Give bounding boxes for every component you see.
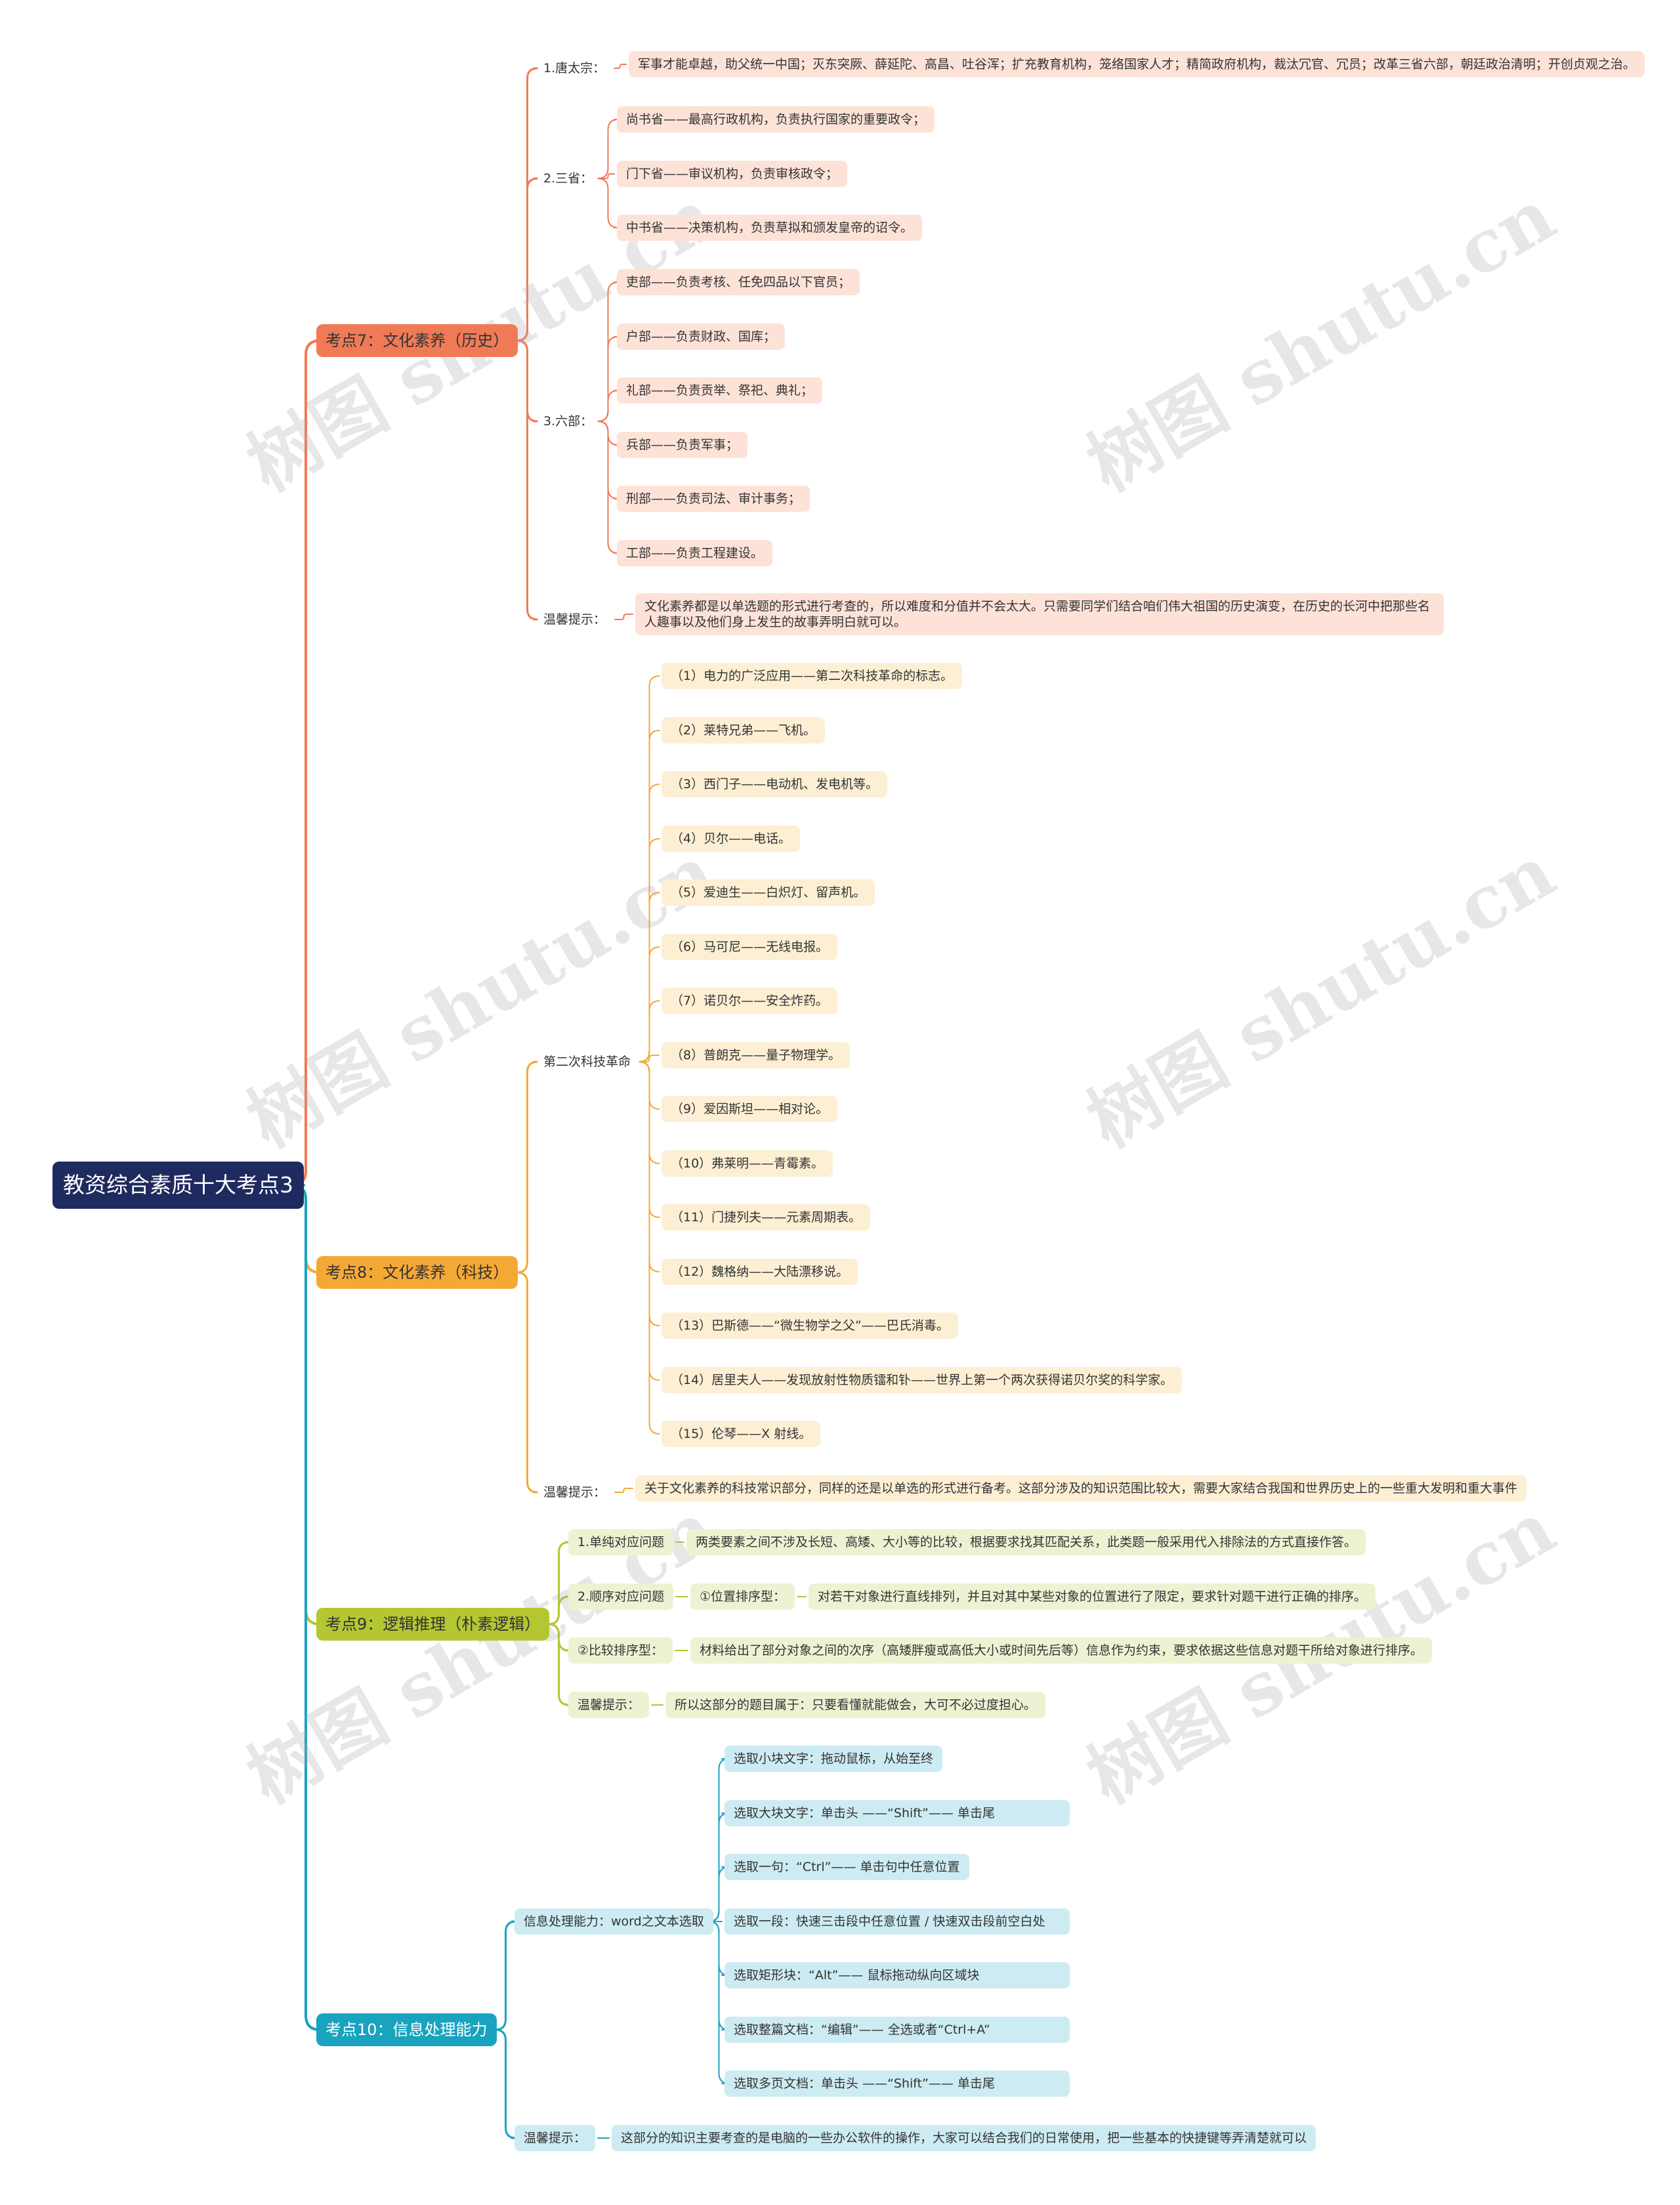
k7-liubu-item[interactable]: 刑部——负责司法、审计事务； bbox=[617, 486, 810, 512]
connector-line bbox=[516, 339, 538, 621]
k7-tip-text[interactable]: 文化素养都是以单选题的形式进行考查的，所以难度和分值并不会太大。只需要同学们结合… bbox=[635, 593, 1444, 635]
k10-item[interactable]: 选取大块文字：单击头 ——“Shift”—— 单击尾 bbox=[724, 1800, 1070, 1826]
k8-item[interactable]: （12）魏格纳——大陆漂移说。 bbox=[662, 1259, 858, 1285]
k10-group-label[interactable]: 信息处理能力：word之文本选取 bbox=[514, 1908, 713, 1935]
k10-item[interactable]: 选取一句：“Ctrl”—— 单击句中任意位置 bbox=[724, 1854, 969, 1880]
connector-line bbox=[614, 1488, 633, 1493]
k8-tip-text[interactable]: 关于文化素养的科技常识部分，同样的还是以单选的形式进行备考。这部分涉及的知识范围… bbox=[635, 1475, 1527, 1502]
connector-line bbox=[597, 178, 619, 228]
connector-line bbox=[708, 1921, 730, 2084]
k8-item[interactable]: （1）电力的广泛应用——第二次科技革命的标志。 bbox=[662, 663, 963, 689]
k9-c-text[interactable]: 材料给出了部分对象之间的次序（高矮胖瘦或高低大小或时间先后等）信息作为约束，要求… bbox=[690, 1637, 1433, 1664]
topic-k9[interactable]: 考点9：逻辑推理（朴素逻辑） bbox=[316, 1608, 550, 1641]
k9-a-text[interactable]: 两类要素之间不涉及长短、高矮、大小等的比较，根据要求找其匹配关系，此类题一般采用… bbox=[686, 1529, 1366, 1555]
k7-liubu-item[interactable]: 户部——负责财政、国库； bbox=[617, 324, 786, 350]
k8-item[interactable]: （3）西门子——电动机、发电机等。 bbox=[662, 771, 888, 797]
k7-sansheng-item[interactable]: 中书省——决策机构，负责草拟和颁发皇帝的诏令。 bbox=[617, 215, 923, 241]
k9-b-sub[interactable]: ①位置排序型： bbox=[690, 1584, 795, 1610]
k8-item[interactable]: （15）伦琴——X 射线。 bbox=[662, 1421, 821, 1447]
k7-sansheng-label[interactable]: 2.三省： bbox=[543, 171, 593, 186]
k7-liubu-item[interactable]: 工部——负责工程建设。 bbox=[617, 540, 773, 566]
k9-tip-label[interactable]: 温馨提示： bbox=[568, 1692, 650, 1718]
k9-a-label[interactable]: 1.单纯对应问题 bbox=[568, 1529, 674, 1555]
connector-line bbox=[639, 1000, 660, 1062]
k7-taizong-label[interactable]: 1.唐太宗： bbox=[543, 61, 606, 75]
k10-tip-label[interactable]: 温馨提示： bbox=[514, 2125, 596, 2151]
k8-item[interactable]: （10）弗莱明——青霉素。 bbox=[662, 1150, 833, 1177]
topic-k8[interactable]: 考点8：文化素养（科技） bbox=[316, 1256, 518, 1289]
k7-liubu-item[interactable]: 吏部——负责考核、任免四品以下官员； bbox=[617, 269, 860, 295]
k7-liubu-item[interactable]: 礼部——负责贡举、祭祀、典礼； bbox=[617, 377, 823, 404]
connector-line bbox=[639, 1055, 660, 1062]
connector-line bbox=[516, 1060, 538, 1274]
connector-line bbox=[495, 2028, 516, 2139]
connector-line bbox=[614, 64, 627, 69]
connector-line bbox=[548, 1623, 570, 1706]
k10-item[interactable]: 选取一段：快速三击段中任意位置 / 快速双击段前空白处 bbox=[724, 1908, 1070, 1935]
k7-taizong-text[interactable]: 军事才能卓越，助父统一中国；灭东突厥、薛延陀、高昌、吐谷浑；扩充教育机构，笼络国… bbox=[629, 51, 1645, 77]
k8-item[interactable]: （7）诺贝尔——安全炸药。 bbox=[662, 988, 838, 1014]
k9-b-label[interactable]: 2.顺序对应问题 bbox=[568, 1584, 674, 1610]
k8-group-label[interactable]: 第二次科技革命 bbox=[543, 1055, 631, 1069]
topic-k10[interactable]: 考点10：信息处理能力 bbox=[316, 2013, 497, 2046]
k9-b-text[interactable]: 对若干对象进行直线排列，并且对其中某些对象的位置进行了限定，要求针对题干进行正确… bbox=[808, 1584, 1376, 1610]
k8-item[interactable]: （11）门捷列夫——元素周期表。 bbox=[662, 1204, 871, 1230]
k7-sansheng-item[interactable]: 尚书省——最高行政机构，负责执行国家的重要政令； bbox=[617, 106, 935, 133]
k10-item[interactable]: 选取整篇文档：“编辑”—— 全选或者“Ctrl+A” bbox=[724, 2017, 1070, 2043]
connector-line bbox=[601, 173, 615, 179]
k8-item[interactable]: （2）莱特兄弟——飞机。 bbox=[662, 717, 826, 744]
k8-item[interactable]: （9）爱因斯坦——相对论。 bbox=[662, 1096, 838, 1122]
k10-tip-text[interactable]: 这部分的知识主要考查的是电脑的一些办公软件的操作，大家可以结合我们的日常使用，把… bbox=[612, 2125, 1316, 2151]
connector-line bbox=[516, 1271, 538, 1494]
connector-line bbox=[597, 421, 619, 554]
k8-item[interactable]: （5）爱迪生——白炽灯、留声机。 bbox=[662, 879, 875, 906]
root-topic[interactable]: 教资综合素质十大考点3 bbox=[52, 1162, 304, 1209]
k8-item[interactable]: （8）普朗克——量子物理学。 bbox=[662, 1042, 850, 1068]
connector-line bbox=[516, 177, 538, 342]
k7-sansheng-item[interactable]: 门下省——审议机构，负责审核政令； bbox=[617, 161, 848, 187]
connector-line bbox=[614, 614, 633, 620]
k7-liubu-label[interactable]: 3.六部： bbox=[543, 414, 593, 429]
k9-tip-text[interactable]: 所以这部分的题目属于：只要看懂就能做会，大可不必过度担心。 bbox=[665, 1692, 1046, 1718]
k7-liubu-item[interactable]: 兵部——负责军事； bbox=[617, 432, 748, 458]
k8-item[interactable]: （14）居里夫人——发现放射性物质镭和钋——世界上第一个两次获得诺贝尔奖的科学家… bbox=[662, 1367, 1183, 1393]
k7-tip-label[interactable]: 温馨提示： bbox=[543, 612, 606, 627]
k10-item[interactable]: 选取小块文字：拖动鼠标，从始至终 bbox=[724, 1746, 943, 1772]
topic-k7[interactable]: 考点7：文化素养（历史） bbox=[316, 324, 518, 357]
connector-line bbox=[291, 1184, 321, 2031]
connector-line bbox=[291, 339, 321, 1186]
k10-item[interactable]: 选取矩形块：“Alt”—— 鼠标拖动纵向区域块 bbox=[724, 1962, 1070, 1988]
k9-c-label[interactable]: ②比较排序型： bbox=[568, 1637, 673, 1664]
k8-tip-label[interactable]: 温馨提示： bbox=[543, 1485, 606, 1500]
connector-line bbox=[597, 119, 619, 179]
k8-item[interactable]: （6）马可尼——无线电报。 bbox=[662, 934, 838, 960]
k8-item[interactable]: （13）巴斯德——“微生物学之父”——巴氏消毒。 bbox=[662, 1312, 958, 1339]
k10-item[interactable]: 选取多页文档：单击头 ——“Shift”—— 单击尾 bbox=[724, 2070, 1070, 2097]
k8-item[interactable]: （4）贝尔——电话。 bbox=[662, 826, 801, 852]
connector-line bbox=[495, 1920, 516, 2031]
connector-line bbox=[639, 1061, 660, 1435]
